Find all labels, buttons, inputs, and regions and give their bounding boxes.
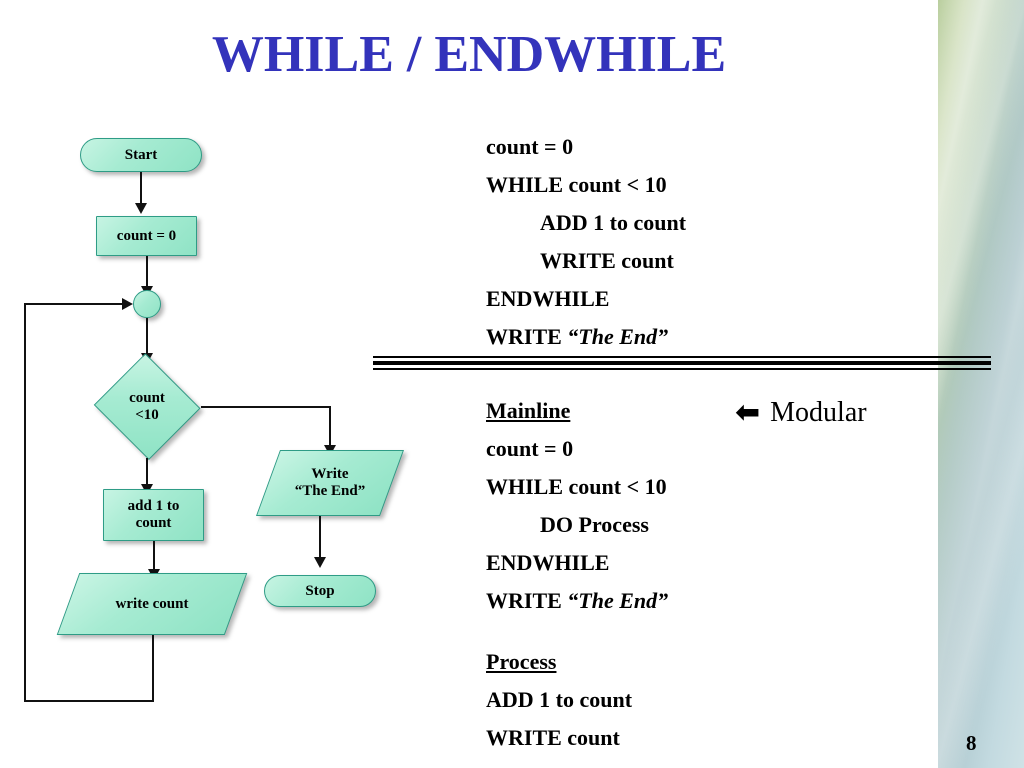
connector-decision-to-write-end-horizontal xyxy=(201,406,331,408)
pseudocode-top-line-5: WRITE “The End” xyxy=(486,324,669,349)
flow-node-init[interactable]: count = 0 xyxy=(96,216,197,256)
flow-node-write-end[interactable]: Write “The End” xyxy=(255,450,405,516)
pseudocode-process-heading: Process xyxy=(486,649,557,674)
arrowhead-write-end-to-stop xyxy=(314,557,326,568)
flow-node-start[interactable]: Start xyxy=(80,138,202,172)
connector-decision-to-add xyxy=(146,458,148,489)
connector-decision-to-write-end-vertical xyxy=(329,406,331,450)
left-arrow-icon: ⬅ xyxy=(735,395,761,430)
flow-node-add-label-line1: add 1 to xyxy=(127,498,180,515)
pseudocode-mainline-line-1: WHILE count < 10 xyxy=(486,474,667,499)
flow-node-write-count-label: write count xyxy=(115,595,189,612)
flow-node-write-end-label-line2: “The End” xyxy=(294,483,366,499)
connector-loop-down xyxy=(152,635,154,702)
pseudocode-mainline-line-3: ENDWHILE xyxy=(486,550,610,575)
pseudocode-top-line-2: ADD 1 to count xyxy=(540,210,687,235)
pseudocode-mainline-line-0: count = 0 xyxy=(486,436,574,461)
connector-start-to-init xyxy=(140,172,142,206)
pseudocode-block-process: Process ADD 1 to count WRITE count xyxy=(486,643,632,757)
pseudocode-process-line-0: ADD 1 to count xyxy=(486,687,633,712)
pseudocode-mainline-heading: Mainline xyxy=(486,398,571,423)
modular-annotation-label: Modular xyxy=(770,397,867,428)
connector-write-end-to-stop xyxy=(319,516,321,564)
page-title: WHILE / ENDWHILE xyxy=(211,26,727,83)
flow-node-decision-label-line1: count xyxy=(129,389,165,406)
flow-node-add[interactable]: add 1 to count xyxy=(103,489,204,541)
flow-node-stop[interactable]: Stop xyxy=(264,575,376,607)
flow-node-add-label-line2: count xyxy=(135,515,172,531)
flow-node-write-end-label-line1: Write xyxy=(311,466,349,483)
arrowhead-loop-to-junction xyxy=(122,298,133,310)
connector-junction-to-decision xyxy=(146,318,148,358)
connector-loop-top xyxy=(24,303,128,305)
connector-loop-bottom xyxy=(24,700,154,702)
pseudocode-top-line-3: WRITE count xyxy=(540,248,674,273)
pseudocode-mainline-line-2: DO Process xyxy=(540,512,649,537)
connector-loop-left xyxy=(24,303,26,702)
flow-node-decision[interactable]: count <10 xyxy=(93,353,201,461)
pseudocode-block-top: count = 0 WHILE count < 10 ADD 1 to coun… xyxy=(486,128,686,356)
pseudocode-top-line-0: count = 0 xyxy=(486,134,574,159)
horizontal-divider xyxy=(373,356,991,370)
pseudocode-block-mainline: Mainline count = 0 WHILE count < 10 DO P… xyxy=(486,392,668,620)
flow-node-write-count[interactable]: write count xyxy=(56,573,248,635)
connector-init-to-junction xyxy=(146,256,148,290)
page-number: 8 xyxy=(966,731,977,755)
connector-add-to-write-count xyxy=(153,541,155,573)
pseudocode-top-line-4: ENDWHILE xyxy=(486,286,610,311)
arrowhead-start-to-init xyxy=(135,203,147,214)
modular-annotation: ⬅ Modular xyxy=(735,397,867,429)
flow-node-decision-label-line2: <10 xyxy=(135,407,159,423)
decorative-edge-strip xyxy=(938,0,1024,768)
flow-node-junction[interactable] xyxy=(133,290,161,318)
pseudocode-top-line-1: WHILE count < 10 xyxy=(486,172,667,197)
pseudocode-mainline-line-4: WRITE “The End” xyxy=(486,588,669,613)
flow-node-init-label: count = 0 xyxy=(116,227,177,244)
pseudocode-process-line-1: WRITE count xyxy=(486,725,620,750)
flow-node-start-label: Start xyxy=(124,146,158,163)
flow-node-stop-label: Stop xyxy=(305,582,335,599)
